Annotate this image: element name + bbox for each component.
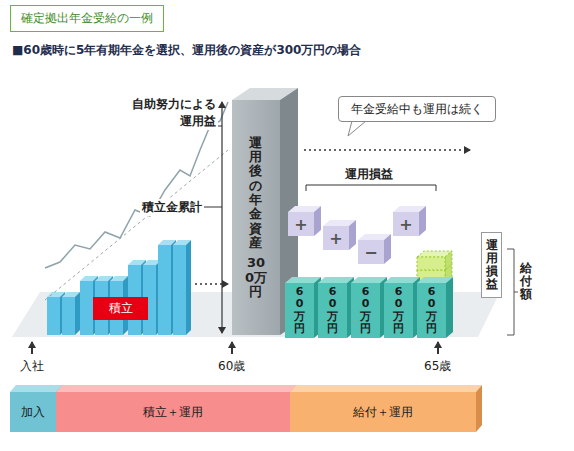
milestone-label: 60歳 [218, 358, 245, 375]
bracket [306, 185, 436, 191]
box-top-face [290, 385, 482, 392]
phase-band: 給付＋運用 [290, 392, 476, 432]
box-top-face [56, 385, 296, 392]
bar-front [80, 281, 93, 335]
dotted-arrow [195, 283, 228, 285]
box-side-face [349, 220, 356, 250]
box-top-face [10, 385, 62, 392]
phase-band: 加入 [10, 392, 56, 432]
bar-front [62, 297, 75, 335]
box-text: 年金受給中も運用は続く [351, 101, 483, 118]
box-text: + [399, 215, 412, 234]
box-text: + [329, 229, 342, 248]
savings-bars [47, 240, 191, 335]
callout-tail [348, 121, 366, 136]
milestone-label: 入社 [20, 358, 44, 375]
annotation: 自助努力による運用益 [126, 96, 218, 130]
box-text: 60万円 [392, 286, 406, 334]
box-text: 給付＋運用 [353, 404, 413, 421]
up-arrow [231, 342, 233, 354]
box-text: 積立 [109, 300, 133, 317]
payment-cube: 60万円 [285, 283, 314, 338]
gain-box: 運用損益 [481, 232, 502, 298]
box-text: 運用損益 [486, 239, 498, 292]
bar-side [186, 240, 191, 335]
dimension-arrow [221, 102, 222, 333]
loss-cube: − [358, 240, 384, 264]
payment-cube: 60万円 [384, 283, 413, 338]
box-text: + [294, 215, 307, 234]
box-text: 60万円 [425, 286, 439, 334]
title-tab: 確定拠出年金受給の一例 [10, 5, 164, 32]
box-side-face [314, 206, 321, 236]
phase-band: 積立＋運用 [56, 392, 290, 432]
box-text: 加入 [21, 404, 45, 421]
box-text: 60万円 [359, 286, 373, 334]
gain-cube: + [393, 212, 419, 236]
box-side-face [384, 234, 391, 264]
bar-side [75, 292, 80, 335]
box-text: 積立＋運用 [143, 404, 203, 421]
annotation: 給付額 [520, 262, 532, 302]
up-arrow [31, 342, 33, 354]
payment-cube: 60万円 [417, 283, 446, 338]
asset-pillar: 運用後の年金資産 300万円 [232, 100, 280, 335]
bracket [507, 249, 518, 335]
bar-front [158, 245, 171, 335]
box-text: 60万円 [293, 286, 307, 334]
up-arrow [437, 342, 439, 354]
box-text: 60万円 [326, 286, 340, 334]
box-text: 運用後の年金資産 [249, 136, 262, 250]
box-text: 300万円 [244, 256, 267, 299]
box-side-face [446, 277, 453, 338]
annotation: 積立金累計 [140, 199, 204, 216]
gain-cube: + [323, 226, 349, 250]
callout-bubble: 年金受給中も運用は続く [338, 96, 496, 122]
subtitle: ■60歳時に5年有期年金を選択、運用後の資産が300万円の場合 [12, 42, 361, 59]
box-side-face [476, 385, 482, 432]
gain-cube: + [288, 212, 314, 236]
annotation: 運用損益 [345, 166, 393, 183]
bar-front [47, 297, 60, 335]
box-text: − [364, 243, 377, 262]
box-side-face [419, 206, 426, 236]
bar-front [173, 245, 186, 335]
payment-cube: 60万円 [351, 283, 380, 338]
payment-cube: 60万円 [318, 283, 347, 338]
gain-stack [417, 251, 452, 283]
dotted-arrow [304, 149, 470, 151]
milestone-label: 65歳 [424, 358, 451, 375]
label-box: 積立 [93, 297, 148, 320]
cumulative-line [45, 150, 228, 300]
